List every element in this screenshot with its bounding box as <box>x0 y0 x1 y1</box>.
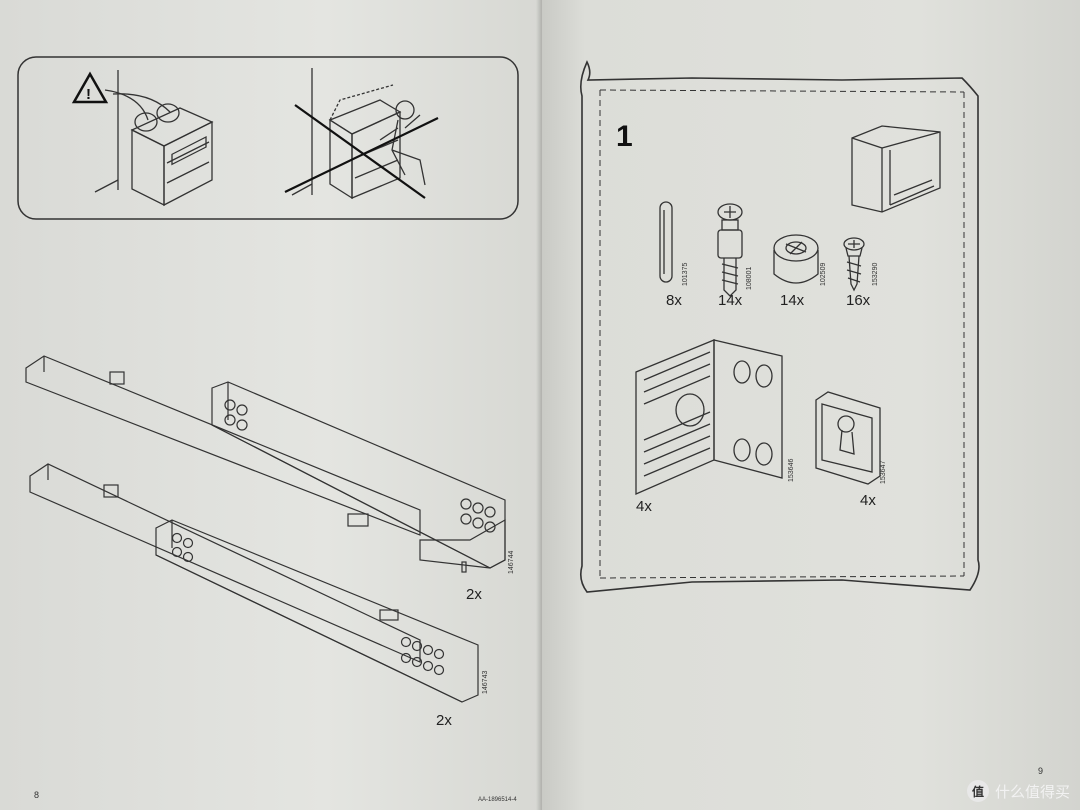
cam-lock-icon <box>773 234 819 284</box>
cabinet-box-icon <box>851 125 941 213</box>
part-article-number: 102509 <box>820 262 827 286</box>
watermark-text: 什么值得买 <box>994 783 1070 801</box>
watermark-badge-icon: 值 <box>966 780 989 802</box>
part-article-number: 101375 <box>682 262 689 286</box>
part-quantity: 14x <box>718 292 743 309</box>
dowel-icon <box>659 201 673 283</box>
part-article-number: 108001 <box>746 266 753 290</box>
rail-article-number: 146744 <box>508 550 515 574</box>
drawer-rail-146743-illustration <box>29 463 479 703</box>
bracket-icon <box>635 339 783 495</box>
part-quantity: 4x <box>636 498 652 515</box>
step-number: 1 <box>616 120 633 153</box>
rail-quantity: 2x <box>436 712 452 729</box>
page-number: 9 <box>1038 766 1044 776</box>
right-page-illustrations <box>580 60 980 593</box>
part-article-number: 153647 <box>880 460 887 484</box>
warning-exclamation: ! <box>86 86 91 103</box>
tipping-dresser-icon <box>284 68 439 200</box>
rail-quantity: 2x <box>466 586 482 603</box>
screw-icon <box>843 237 865 292</box>
document-code: AA-1896514-4 <box>478 797 517 803</box>
anchored-dresser-icon <box>94 70 214 207</box>
rail-article-number: 146743 <box>482 670 489 694</box>
watermark: 值 什么值得买 <box>966 780 1070 802</box>
part-quantity: 4x <box>860 492 876 509</box>
parts-bag-outline <box>580 60 980 593</box>
left-page-illustrations: ! <box>17 56 519 703</box>
keyhole-plate-icon <box>815 391 881 485</box>
cam-bolt-icon <box>717 203 743 297</box>
warning-triangle-icon <box>71 71 109 104</box>
part-quantity: 8x <box>666 292 682 309</box>
right-page: 1 101375 8x 108001 14x 102509 14x 153290… <box>542 0 1080 810</box>
page-number: 8 <box>34 790 40 800</box>
part-article-number: 153290 <box>872 262 879 286</box>
drawer-rail-146744-illustration <box>25 355 506 573</box>
part-article-number: 153646 <box>788 458 795 482</box>
part-quantity: 16x <box>846 292 871 309</box>
part-quantity: 14x <box>780 292 805 309</box>
left-page: ! <box>0 0 542 810</box>
warning-panel <box>17 56 519 220</box>
